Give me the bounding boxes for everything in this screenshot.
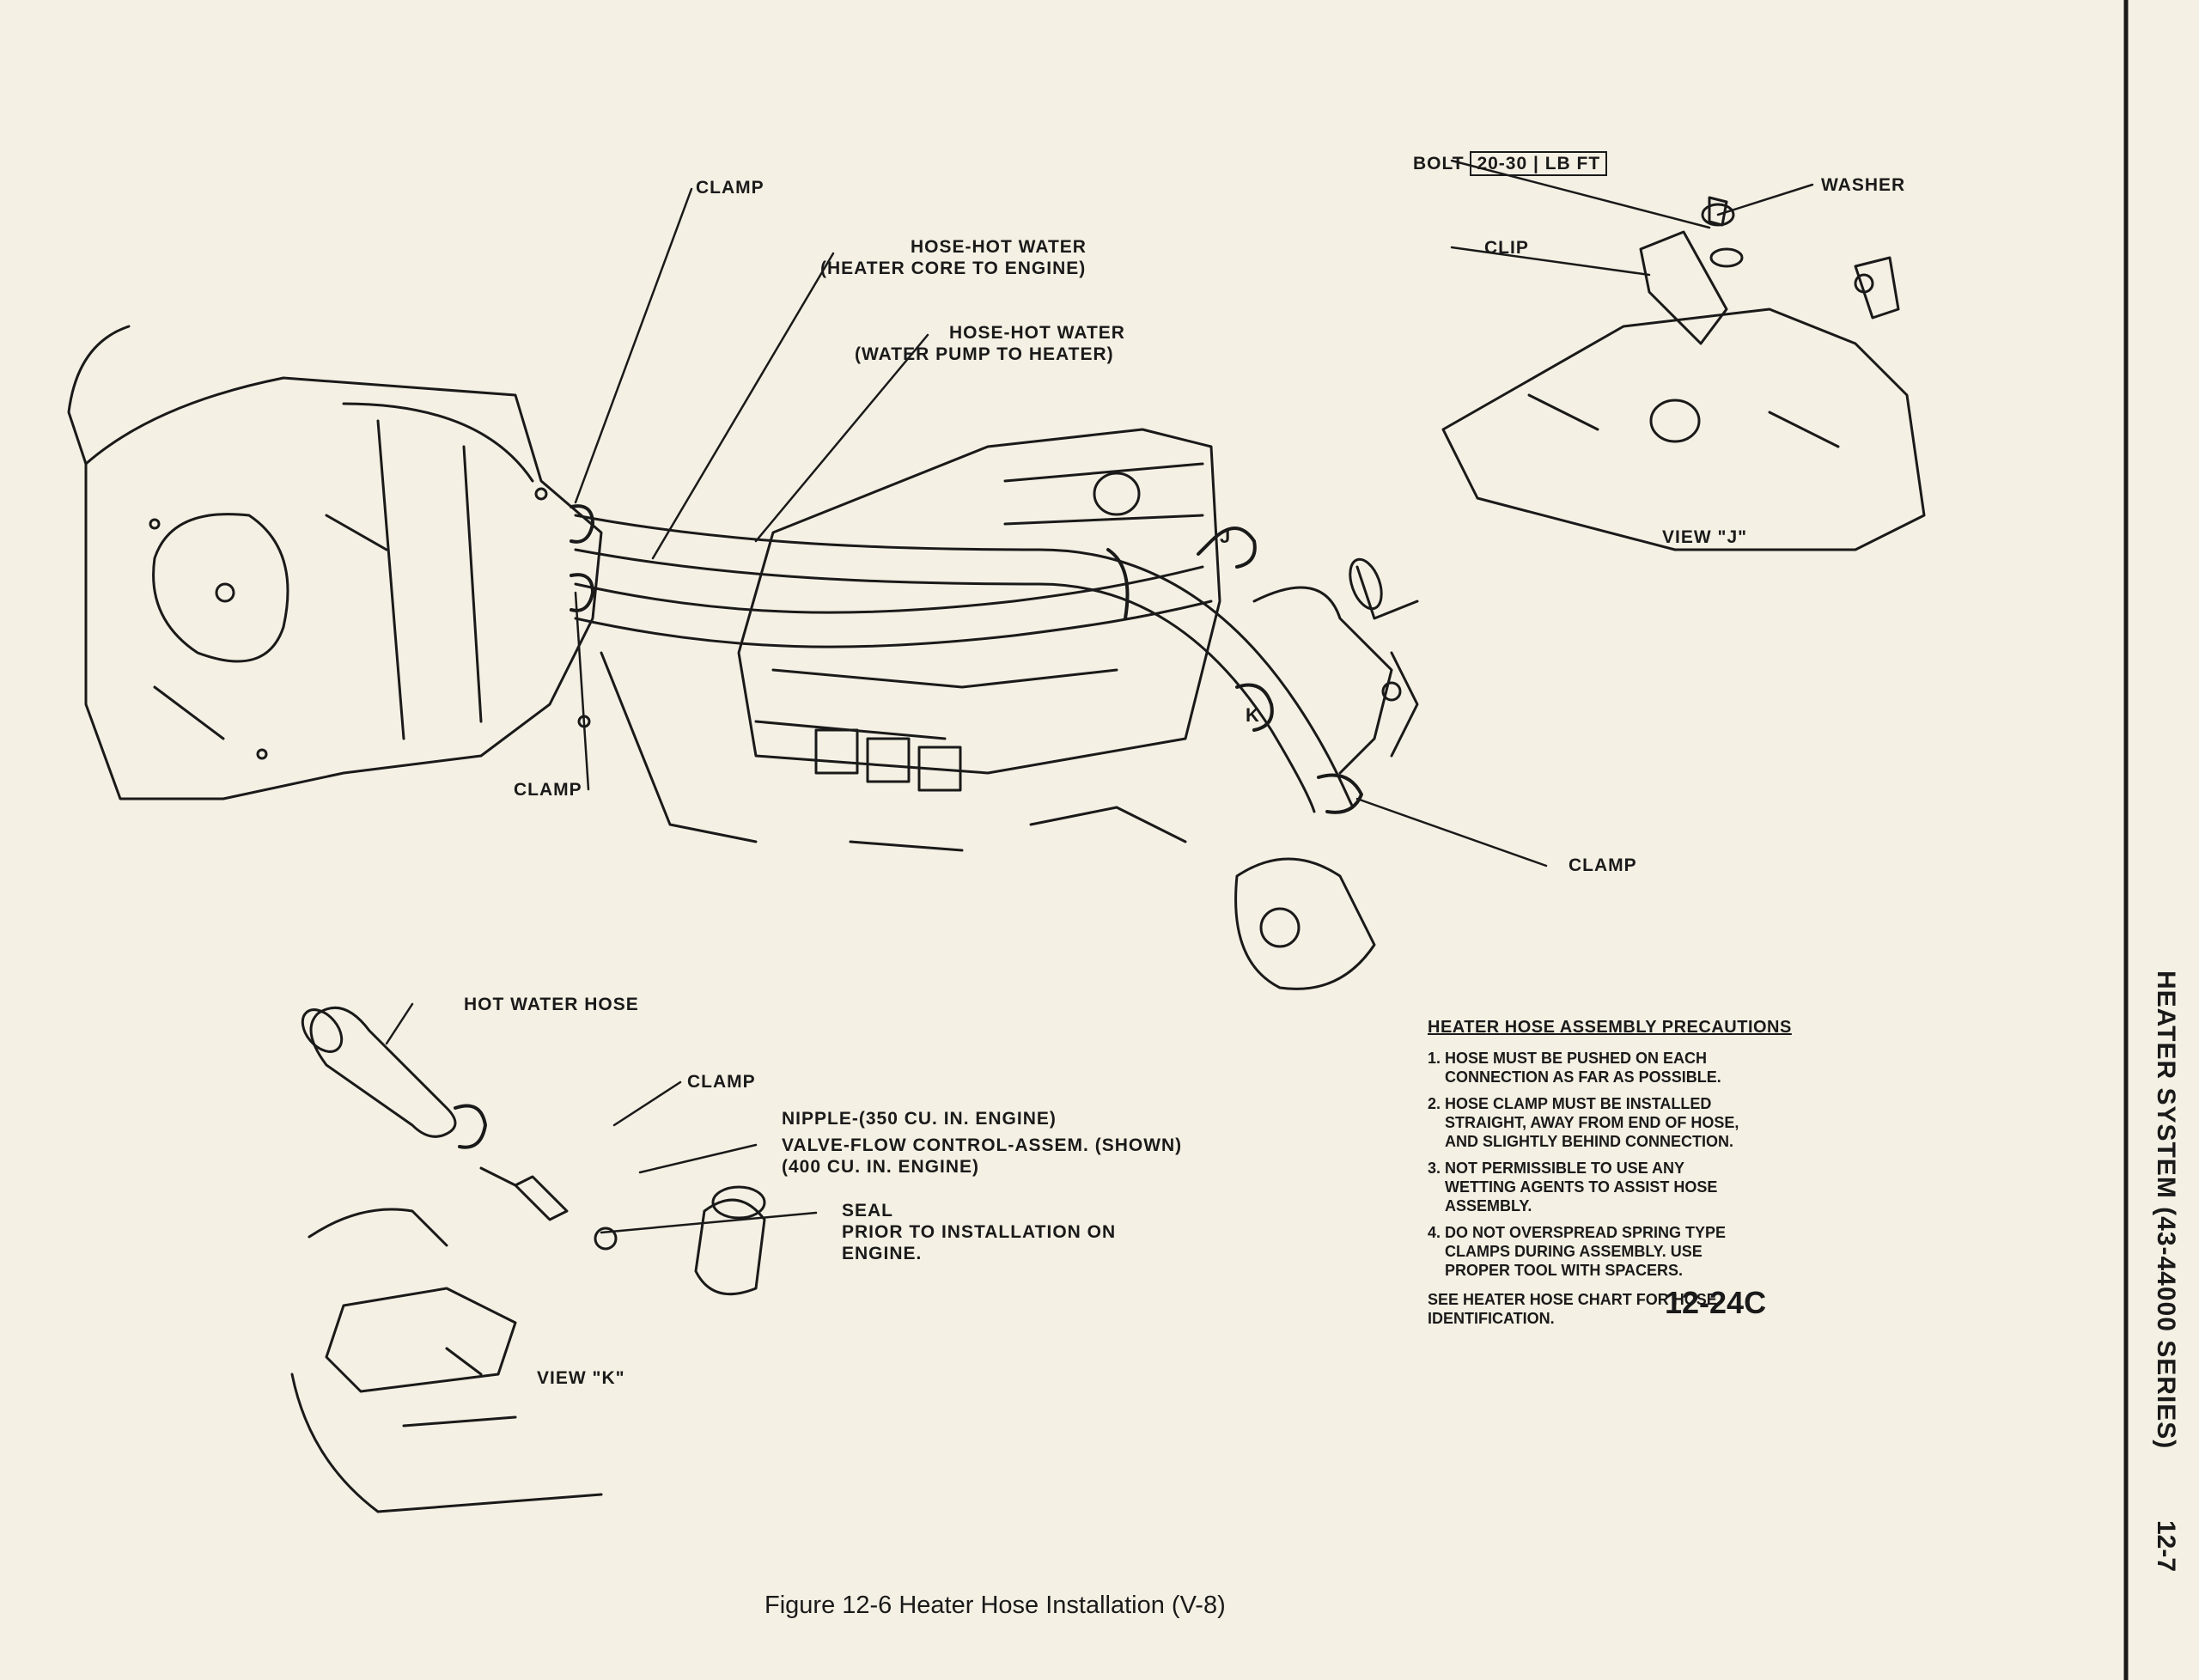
bolt-torque-label: BOLT 20-30 | LB FT [1413, 151, 1608, 176]
engine-block-drawing [600, 428, 1221, 852]
water-pump-drawing [1234, 557, 1419, 990]
clamp-left-label: CLAMP [514, 780, 582, 800]
section-header: HEATER SYSTEM (43-44000 SERIES) [2152, 971, 2180, 1450]
heater-case-drawing [67, 325, 603, 800]
callout-j-letter: J [1220, 526, 1232, 547]
hose-chart-note: SEE HEATER HOSE CHART FOR HOSE IDENTIFIC… [1428, 1291, 1717, 1327]
heater-hose-precautions: HEATER HOSE ASSEMBLY PRECAUTIONS 1. HOSE… [1428, 1018, 1814, 1328]
hose-core-to-engine-label: HOSE-HOT WATER (HEATER CORE TO ENGINE) [820, 237, 1087, 278]
figure-number: 12-24C [1665, 1285, 1767, 1320]
precautions-title: HEATER HOSE ASSEMBLY PRECAUTIONS [1428, 1018, 1792, 1037]
seal-label: SEAL PRIOR TO INSTALLATION ON ENGINE. [842, 1201, 1117, 1263]
hot-water-hose-label: HOT WATER HOSE [464, 995, 639, 1014]
view-k-drawing [290, 1006, 766, 1513]
precaution-item: 3. NOT PERMISSIBLE TO USE ANY WETTING AG… [1428, 1160, 1718, 1214]
clamps-drawing [570, 504, 1363, 814]
view-j-label: VIEW "J" [1662, 527, 1748, 547]
view-j-arrow [1197, 527, 1257, 569]
valve-label: VALVE-FLOW CONTROL-ASSEM. (SHOWN) (400 C… [782, 1135, 1183, 1177]
callout-k-letter: K [1246, 704, 1260, 726]
page-number: 12-7 [2152, 1520, 2180, 1573]
clamp-right-label: CLAMP [1569, 855, 1637, 875]
precaution-item: 1. HOSE MUST BE PUSHED ON EACH CONNECTIO… [1428, 1050, 1721, 1086]
nipple-label: NIPPLE-(350 CU. IN. ENGINE) [782, 1109, 1057, 1129]
torque-spec-box: 20-30 | LB FT [1470, 151, 1608, 176]
figure-caption: Figure 12-6 Heater Hose Installation (V-… [764, 1592, 1226, 1619]
washer-label: WASHER [1821, 175, 1906, 195]
view-k-label: VIEW "K" [537, 1368, 625, 1388]
precaution-item: 2. HOSE CLAMP MUST BE INSTALLED STRAIGHT… [1428, 1095, 1739, 1150]
precaution-item: 4. DO NOT OVERSPREAD SPRING TYPE CLAMPS … [1428, 1224, 1727, 1279]
hose-pump-to-heater-label: HOSE-HOT WATER (WATER PUMP TO HEATER) [855, 323, 1125, 364]
heater-hoses-drawing [574, 514, 1355, 813]
clamp-top-label: CLAMP [696, 178, 764, 198]
clamp-k-label: CLAMP [687, 1072, 756, 1092]
view-j-drawing [1441, 196, 1926, 551]
leader-lines [385, 159, 1814, 1234]
view-k-arrow [1235, 683, 1274, 732]
clip-label: CLIP [1484, 238, 1529, 258]
